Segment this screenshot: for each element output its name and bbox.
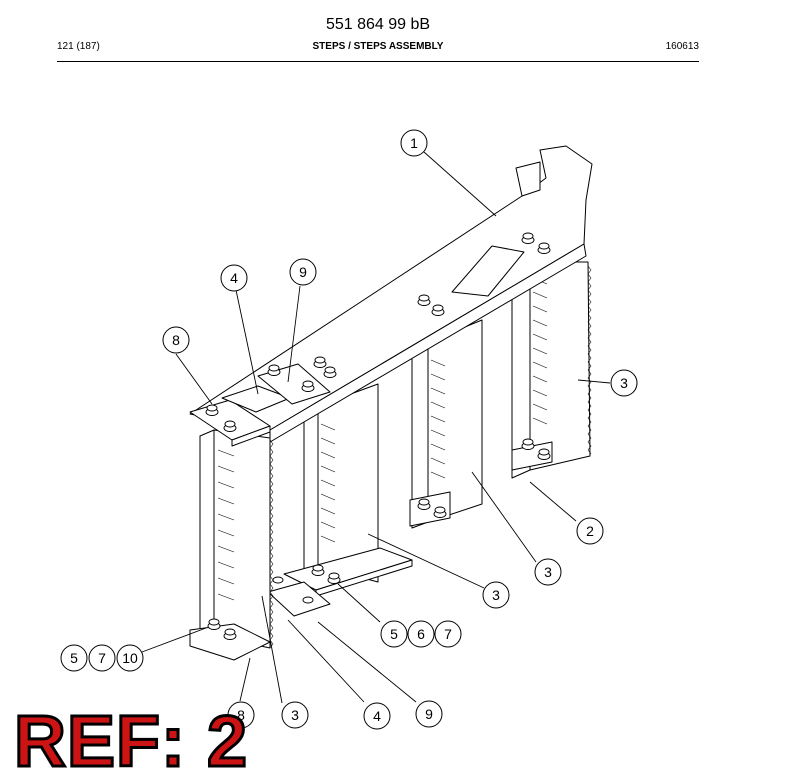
- callout-balloons: 1 2 3 3 3 3 4 4 5 6 7 5 7 10 8 8 9 9: [60, 129, 638, 730]
- svg-text:7: 7: [98, 650, 106, 666]
- bolt-group-beam-rear: [521, 232, 551, 254]
- callout-6: 6: [407, 620, 435, 648]
- callout-2: 2: [576, 517, 604, 545]
- bolt-group-top-rear: [267, 356, 337, 392]
- ref-label: REF: 2: [12, 702, 249, 782]
- callout-4: 4: [363, 702, 391, 730]
- callout-3: 4: [220, 264, 248, 292]
- bolts: [205, 232, 551, 640]
- callout-9: 9: [289, 258, 317, 286]
- svg-text:4: 4: [373, 708, 381, 724]
- document-number: 551 864 99 bB: [325, 16, 431, 33]
- bolt-group-top-front: [205, 404, 237, 432]
- header-rule: [57, 61, 699, 62]
- stringer-front-left: [189, 429, 274, 661]
- callout-9: 9: [415, 700, 443, 728]
- callout-7: 7: [434, 620, 462, 648]
- callout-1: 1: [400, 129, 428, 157]
- bolt-group-bottom-rear: [417, 438, 551, 518]
- svg-text:10: 10: [122, 650, 138, 666]
- svg-text:6: 6: [417, 626, 425, 642]
- callout-3: 3: [281, 701, 309, 729]
- page-reference: 121 (187): [57, 41, 100, 52]
- bottom-plate-front: [267, 581, 331, 617]
- section-title: STEPS / STEPS ASSEMBLY: [312, 41, 444, 52]
- callout-3: 3: [534, 558, 562, 586]
- svg-text:7: 7: [444, 626, 452, 642]
- callout-3: 3: [482, 581, 510, 609]
- callout-10: 10: [116, 644, 144, 672]
- svg-text:2: 2: [586, 523, 594, 539]
- svg-text:5: 5: [70, 650, 78, 666]
- callout-5: 5: [380, 620, 408, 648]
- svg-text:3: 3: [544, 564, 552, 580]
- leader-lines: [141, 151, 611, 704]
- svg-text:3: 3: [492, 587, 500, 603]
- callout-5: 5: [60, 644, 88, 672]
- svg-text:9: 9: [425, 706, 433, 722]
- svg-text:4: 4: [230, 270, 238, 286]
- svg-text:9: 9: [299, 264, 307, 280]
- date-code: 160613: [665, 41, 699, 52]
- svg-text:5: 5: [390, 626, 398, 642]
- bolt-group-bottom-middle: [272, 564, 341, 604]
- callout-7: 7: [88, 644, 116, 672]
- svg-text:3: 3: [291, 707, 299, 723]
- stringer-front-middle: [303, 383, 379, 583]
- callout-8: 8: [162, 326, 190, 354]
- callout-3: 3: [610, 369, 638, 397]
- svg-text:8: 8: [172, 332, 180, 348]
- svg-text:3: 3: [620, 375, 628, 391]
- svg-text:8: 8: [237, 707, 245, 723]
- svg-text:1: 1: [410, 135, 418, 151]
- bolt-group-beam-middle: [417, 294, 445, 316]
- stringer-back-right: [511, 261, 592, 479]
- callout-8: 8: [227, 701, 255, 729]
- bolt-group-bottom-front: [207, 618, 237, 640]
